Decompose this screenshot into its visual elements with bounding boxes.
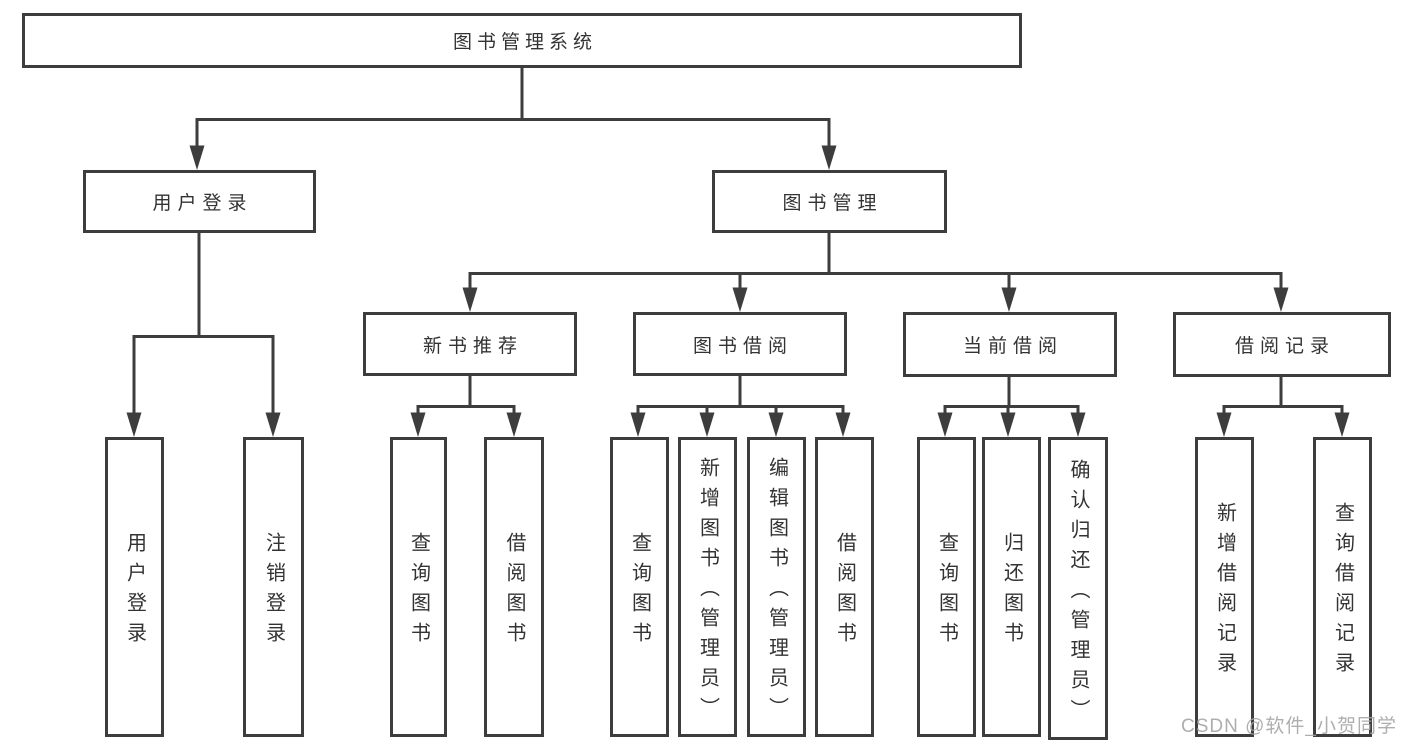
leaf-edit-books-admin: 编辑图书（管理员） — [747, 437, 806, 737]
leaf-borrow-query-books: 查询图书 — [610, 437, 669, 737]
leaf-logout: 注销登录 — [243, 437, 304, 737]
leaf-recommend-query-books: 查询图书 — [390, 437, 447, 737]
node-book-management: 图书管理 — [712, 170, 947, 233]
leaf-return-books: 归还图书 — [982, 437, 1041, 737]
node-label: 确认归还（管理员） — [1067, 458, 1089, 729]
node-new-book-recommend: 新书推荐 — [363, 312, 577, 376]
connector-root — [189, 68, 837, 170]
arrowhead-icon — [835, 412, 851, 437]
node-label: 用户登录 — [152, 193, 253, 214]
node-label: 查询图书 — [407, 532, 430, 652]
node-user-login: 用户登录 — [83, 170, 316, 233]
arrowhead-icon — [821, 145, 837, 170]
connector-new-book-recommend — [410, 376, 522, 437]
arrowhead-icon — [732, 287, 748, 312]
arrowhead-icon — [1070, 412, 1086, 437]
node-label: 借阅图书 — [833, 532, 856, 652]
connector-book-management — [462, 232, 1289, 312]
node-label: 当前借阅 — [962, 336, 1063, 357]
node-current-borrow: 当前借阅 — [903, 312, 1117, 377]
leaf-user-login: 用户登录 — [105, 437, 164, 737]
arrowhead-icon — [126, 412, 142, 437]
leaf-borrow-books: 借阅图书 — [815, 437, 874, 737]
node-label: 图书管理系统 — [452, 32, 597, 53]
arrowhead-icon — [410, 412, 426, 437]
arrowhead-icon — [189, 145, 205, 170]
node-label: 查询借阅记录 — [1331, 502, 1354, 682]
node-label: 图书管理 — [782, 193, 883, 214]
node-label: 新增借阅记录 — [1213, 502, 1236, 682]
node-book-borrow: 图书借阅 — [633, 312, 847, 376]
node-label: 借阅图书 — [503, 532, 525, 652]
node-root: 图书管理系统 — [22, 13, 1022, 68]
arrowhead-icon — [699, 412, 715, 437]
node-borrow-records: 借阅记录 — [1173, 312, 1391, 377]
arrowhead-icon — [1273, 287, 1289, 312]
arrowhead-icon — [1216, 412, 1232, 437]
leaf-current-query-books: 查询图书 — [917, 437, 976, 737]
arrowhead-icon — [768, 412, 784, 437]
arrowhead-icon — [1000, 412, 1016, 437]
csdn-watermark: CSDN @软件_小贺同学 — [1181, 716, 1397, 737]
leaf-add-borrow-record: 新增借阅记录 — [1195, 437, 1254, 737]
node-label: 借阅记录 — [1234, 336, 1335, 357]
arrowhead-icon — [1334, 412, 1350, 437]
node-label: 查询图书 — [628, 532, 651, 652]
node-label: 用户登录 — [123, 532, 146, 652]
node-label: 查询图书 — [935, 532, 958, 652]
leaf-confirm-return-admin: 确认归还（管理员） — [1048, 437, 1108, 740]
node-label: 新增图书（管理员） — [696, 457, 719, 727]
node-label: 注销登录 — [262, 532, 285, 652]
node-label: 归还图书 — [1000, 532, 1023, 652]
leaf-recommend-borrow-books: 借阅图书 — [484, 437, 544, 737]
arrowhead-icon — [937, 412, 953, 437]
arrowhead-icon — [630, 412, 646, 437]
connector-user-login — [126, 232, 281, 437]
node-label: 图书借阅 — [692, 335, 793, 357]
arrowhead-icon — [506, 412, 522, 437]
connector-current-borrow — [937, 376, 1086, 437]
connector-book-borrow — [630, 376, 851, 437]
node-label: 新书推荐 — [422, 335, 523, 357]
connector-borrow-records — [1216, 376, 1350, 437]
arrowhead-icon — [1001, 287, 1017, 312]
arrowhead-icon — [462, 287, 478, 312]
leaf-add-books-admin: 新增图书（管理员） — [678, 437, 737, 737]
node-label: 编辑图书（管理员） — [765, 457, 788, 727]
leaf-query-borrow-record: 查询借阅记录 — [1313, 437, 1372, 737]
arrowhead-icon — [265, 412, 281, 437]
